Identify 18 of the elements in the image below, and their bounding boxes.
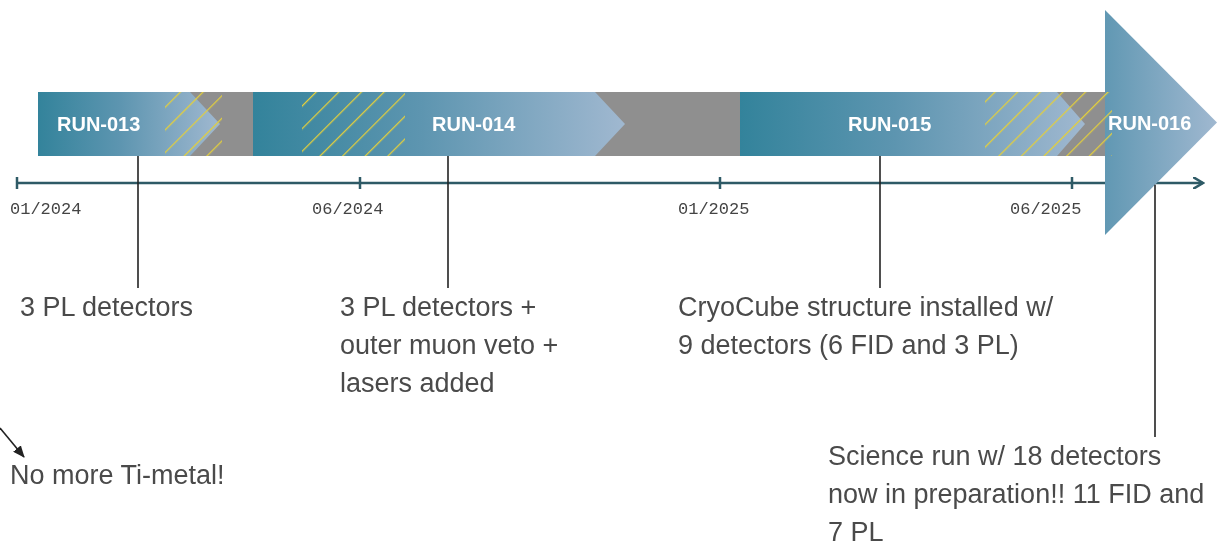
annotation-text: CryoCube structure installed w/ 9 detectors (6 FID and 3 PL)	[678, 288, 1058, 364]
leader-line	[137, 155, 139, 289]
run-label: RUN-016	[1108, 110, 1192, 135]
run-label: RUN-015	[848, 112, 932, 136]
run-label: RUN-014	[432, 112, 516, 136]
date-label: 06/2024	[312, 200, 384, 219]
run-label: RUN-013	[57, 112, 141, 136]
arrow	[0, 427, 25, 458]
annotation-text: No more Ti-metal!	[10, 456, 290, 494]
leader-line	[879, 155, 881, 289]
date-label: 01/2025	[678, 200, 750, 219]
date-label: 06/2025	[1010, 200, 1082, 219]
leader-line	[1154, 184, 1156, 438]
annotation-text: 3 PL detectors	[20, 288, 260, 326]
date-label: 01/2024	[10, 200, 82, 219]
annotation-text: 3 PL detectors + outer muon veto + lasers added	[340, 288, 602, 402]
annotation-text: Science run w/ 18 detectors now in preparation!! 11 FID and 7 PL	[828, 437, 1213, 547]
leader-line	[447, 155, 449, 289]
